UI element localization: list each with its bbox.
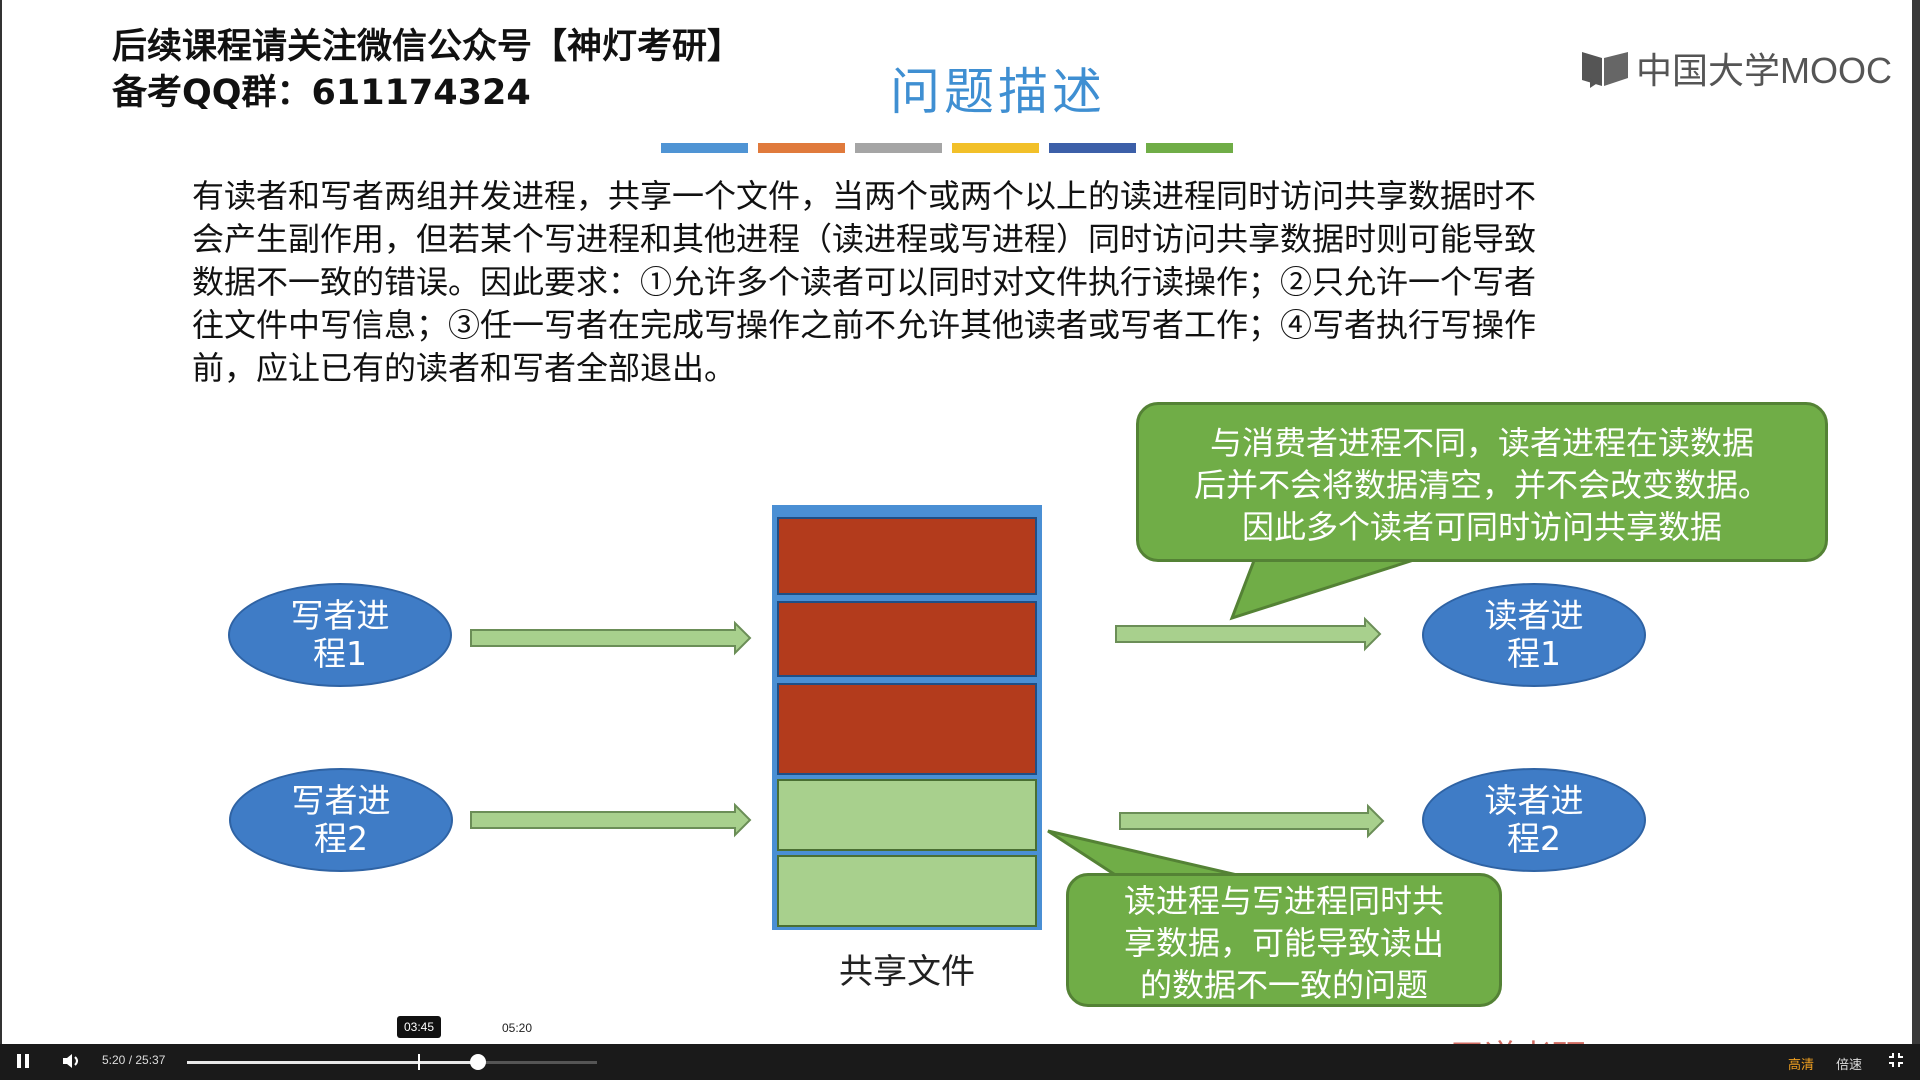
writer-process-1: 写者进程1 (228, 583, 452, 687)
callout-line: 读进程与写进程同时共 (1123, 882, 1444, 920)
writer-process-1-label: 写者进程1 (290, 596, 390, 673)
player-controls: 5:20 / 25:37 高清 倍速 (0, 1044, 1920, 1080)
callout-line: 与消费者进程不同，读者进程在读数据 (1209, 424, 1754, 462)
seek-position-tooltip: 05:20 (502, 1021, 533, 1035)
progress-handle[interactable] (470, 1054, 486, 1070)
arrow-writer2-to-file (470, 802, 752, 838)
seek-hover-tooltip: 03:45 (397, 1016, 442, 1038)
watermark-text: 后续课程请关注微信公众号【神灯考研】 备考QQ群：611174324 (112, 24, 742, 116)
bottom-watermark: 王道考研/CSKAOYAN.COM (1450, 1030, 1871, 1044)
shared-file (772, 505, 1042, 930)
description-line: 前，应让已有的读者和写者全部退出。 (192, 349, 737, 387)
description-line: 会产生副作用，但若某个写进程和其他进程（读进程或写进程）同时访问共享数据时则可能… (192, 220, 1537, 258)
time-display: 5:20 / 25:37 (102, 1053, 165, 1067)
shared-file-label: 共享文件 (839, 952, 975, 992)
time-separator: / (128, 1053, 136, 1067)
callout-line: 的数据不一致的问题 (1139, 966, 1428, 1004)
callout-line: 因此多个读者可同时访问共享数据 (1241, 508, 1722, 546)
file-slot-filled (777, 683, 1037, 775)
seek-hover-marker (418, 1054, 420, 1070)
callout-line: 后并不会将数据清空，并不会改变数据。 (1193, 466, 1770, 504)
file-slot-empty (777, 855, 1037, 927)
watermark-line-2: 备考QQ群：611174324 (112, 73, 531, 113)
slide-edge-left (0, 0, 2, 1044)
color-bar-segment (952, 143, 1039, 153)
mooc-logo-icon (1582, 52, 1628, 88)
reader-process-2: 读者进程2 (1422, 768, 1646, 872)
color-bar-segment (661, 143, 748, 153)
pause-button[interactable] (16, 1052, 30, 1075)
color-bar-segment (758, 143, 845, 153)
current-time: 5:20 (102, 1053, 126, 1067)
progress-fill (187, 1061, 478, 1064)
speed-button[interactable]: 倍速 (1836, 1057, 1863, 1072)
reader-process-2-label: 读者进程2 (1484, 781, 1584, 858)
volume-button[interactable] (62, 1052, 82, 1075)
slide: 后续课程请关注微信公众号【神灯考研】 备考QQ群：611174324 问题描述 … (0, 0, 1920, 1044)
arrow-file-to-reader2 (1119, 803, 1385, 839)
file-slot-filled (777, 601, 1037, 677)
pause-icon (17, 1054, 29, 1068)
color-bar-segment (1049, 143, 1136, 153)
description-line: 往文件中写信息；③任一写者在完成写操作之前不允许其他读者或写者工作；④写者执行写… (192, 306, 1537, 344)
callout-bottom-tail (1047, 829, 1251, 880)
callout-top-tail (1229, 556, 1421, 621)
arrow-file-to-reader1 (1115, 616, 1382, 652)
callout-conflict-note: 读进程与写进程同时共 享数据，可能导致读出 的数据不一致的问题 (1066, 873, 1502, 1007)
color-bar-segment (855, 143, 942, 153)
slide-edge-right (1912, 0, 1920, 1044)
file-slot-empty (777, 779, 1037, 851)
description-line: 有读者和写者两组并发进程，共享一个文件，当两个或两个以上的读进程同时访问共享数据… (192, 177, 1537, 215)
quality-button[interactable]: 高清 (1788, 1057, 1815, 1072)
slide-title-text: 问题描述 (890, 63, 1106, 121)
problem-description: 有读者和写者两组并发进程，共享一个文件，当两个或两个以上的读进程同时访问共享数据… (192, 175, 1712, 390)
color-bar-segment (1146, 143, 1233, 153)
total-time: 25:37 (135, 1053, 166, 1067)
writer-process-2-label: 写者进程2 (291, 781, 391, 858)
exit-fullscreen-button[interactable] (1888, 1052, 1904, 1073)
exit-fullscreen-icon (1889, 1053, 1903, 1067)
mooc-logo-text: 中国大学MOOC (1636, 50, 1892, 91)
progress-track[interactable] (187, 1061, 597, 1064)
slide-title: 问题描述 (0, 52, 1920, 124)
callout-line: 享数据，可能导致读出 (1123, 924, 1444, 962)
reader-process-1-label: 读者进程1 (1484, 596, 1584, 673)
reader-process-1: 读者进程1 (1422, 583, 1646, 687)
volume-icon (63, 1054, 78, 1068)
writer-process-2: 写者进程2 (229, 768, 453, 872)
file-slot-filled (777, 517, 1037, 595)
description-line: 数据不一致的错误。因此要求：①允许多个读者可以同时对文件执行读操作；②只允许一个… (192, 263, 1537, 301)
watermark-line-1: 后续课程请关注微信公众号【神灯考研】 (112, 27, 743, 67)
arrow-writer1-to-file (470, 620, 752, 656)
color-bar (661, 143, 1233, 153)
callout-reader-note: 与消费者进程不同，读者进程在读数据 后并不会将数据清空，并不会改变数据。 因此多… (1136, 402, 1828, 562)
mooc-logo: 中国大学MOOC (1580, 42, 1892, 94)
